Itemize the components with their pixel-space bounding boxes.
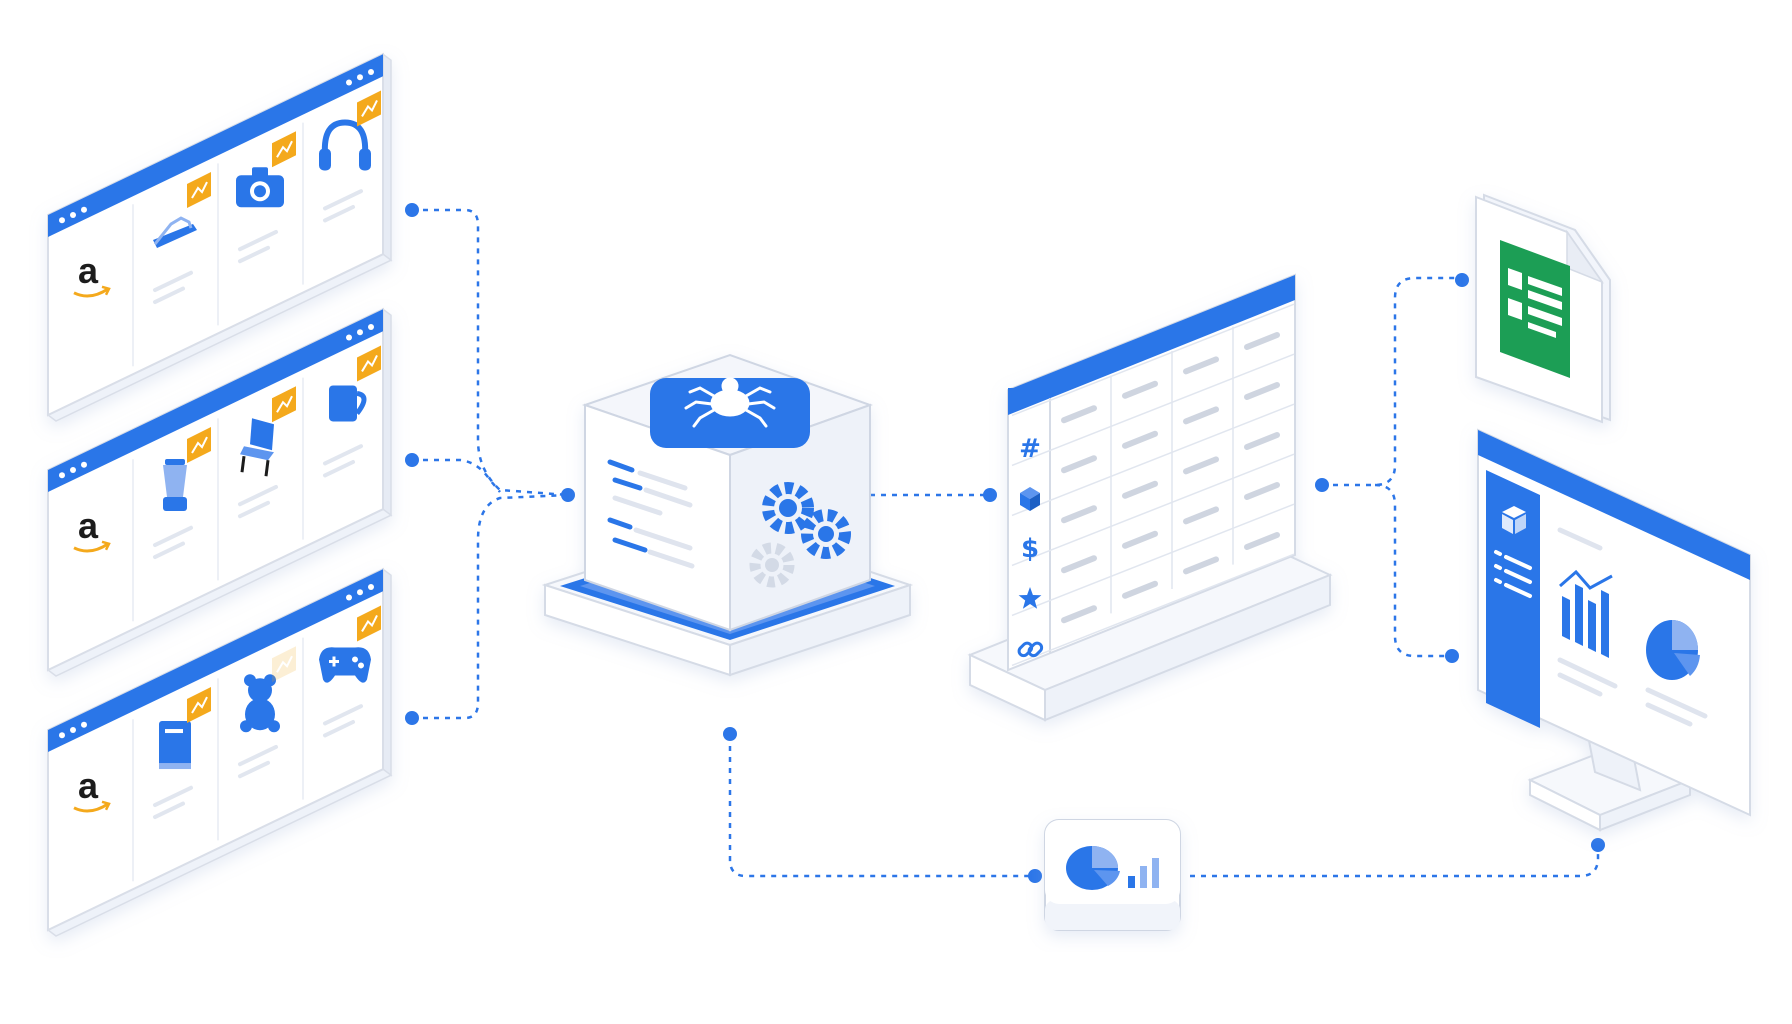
mug-icon — [329, 385, 367, 422]
link-icon — [1017, 641, 1044, 658]
row-icon-glyph: $ — [1021, 534, 1039, 564]
dollar-icon: $ — [1021, 534, 1039, 564]
trend-badge-icon — [187, 687, 211, 724]
gamepad-icon — [319, 647, 371, 683]
trend-badge-icon — [272, 386, 296, 423]
book-icon — [159, 721, 191, 770]
blender-icon — [163, 459, 187, 512]
store-logo-text: a — [78, 250, 99, 291]
connector-store-2 — [412, 458, 501, 493]
amazon-logo: a — [73, 250, 111, 298]
bar-chart-icon — [1559, 569, 1613, 658]
chair-icon — [240, 418, 274, 477]
row-icon-glyph: # — [1019, 434, 1041, 464]
box-icon — [1502, 506, 1526, 534]
headphones-icon — [319, 119, 371, 171]
connector-table-outputs-bottom — [1374, 483, 1455, 658]
bar-chart-icon — [1128, 858, 1159, 888]
store-windows: a a a — [46, 52, 393, 937]
star-icon — [1018, 587, 1042, 609]
google-sheets-document — [1475, 193, 1611, 424]
google-sheets-icon — [1500, 240, 1570, 378]
spider-icon — [684, 377, 776, 428]
pie-chart-icon — [1066, 846, 1120, 890]
gears-icon — [749, 482, 851, 588]
box-icon — [1020, 487, 1040, 511]
connector-dots — [405, 203, 1605, 883]
trend-badge-icon — [357, 90, 381, 127]
store-logo-text: a — [78, 765, 99, 806]
code-lines-icon — [607, 459, 695, 569]
store-window-2: a — [46, 307, 393, 677]
camera-icon — [236, 167, 284, 208]
pie-chart-icon — [1646, 620, 1700, 680]
amazon-logo: a — [73, 505, 111, 553]
store-window-1: a — [46, 52, 393, 422]
hash-icon: # — [1019, 434, 1041, 464]
connector-scraper-report — [728, 735, 1035, 878]
amazon-logo: a — [73, 765, 111, 813]
monitor-dashboard — [1477, 428, 1751, 832]
connectors — [412, 208, 1600, 878]
teddy-bear-icon — [240, 674, 280, 733]
sneaker-icon — [153, 216, 197, 249]
trend-badge-icon — [272, 131, 296, 168]
trend-badge-icon — [272, 646, 296, 683]
trend-badge-icon — [357, 605, 381, 642]
sheet-grid — [1011, 303, 1295, 667]
connector-report-monitor — [1190, 845, 1600, 878]
report-card — [1044, 819, 1181, 931]
connector-table-outputs-top — [1322, 276, 1465, 487]
store-logo-text: a — [78, 505, 99, 546]
trend-badge-icon — [357, 345, 381, 382]
connector-store-1 — [412, 208, 569, 497]
trend-badge-icon — [187, 172, 211, 209]
store-window-3: a — [46, 567, 393, 937]
sheet-row-icons: #$ — [1017, 434, 1044, 658]
spreadsheet-table: #$ — [967, 273, 1333, 722]
trend-badge-icon — [187, 427, 211, 464]
connector-store-3 — [412, 493, 569, 720]
sheet-cells — [1061, 332, 1280, 624]
scraper-cube — [541, 353, 914, 677]
